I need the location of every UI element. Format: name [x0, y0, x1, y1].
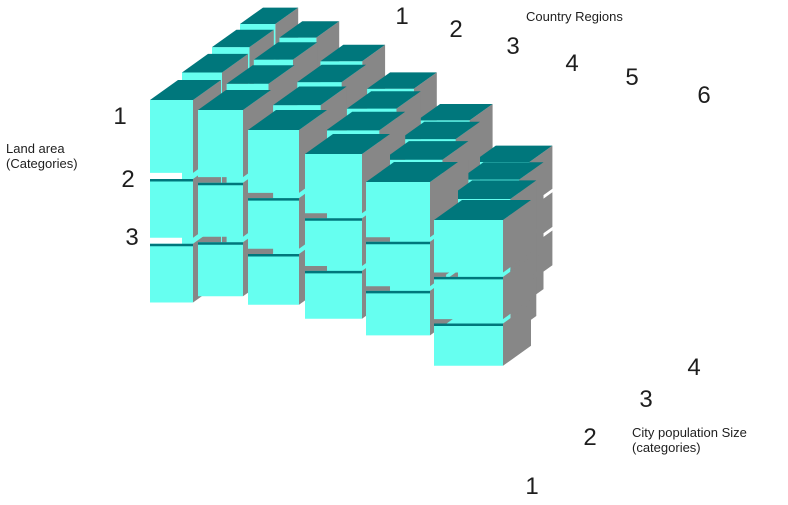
land-tick-3: 3: [125, 224, 139, 251]
cube-top-face: [320, 44, 386, 62]
cube-side-face: [503, 256, 531, 320]
cube-top-face: [459, 162, 544, 180]
cube-row-gap: [305, 218, 362, 221]
population-tick-2: 2: [583, 424, 597, 451]
cube-row-gap: [248, 254, 299, 257]
cube-top-face: [273, 86, 347, 106]
cube-front-face: [198, 110, 243, 178]
regions-tick-4: 4: [565, 50, 579, 77]
cube-top-face: [305, 134, 390, 154]
cube-front-face: [305, 154, 362, 214]
cube-top-face: [326, 111, 406, 131]
cube-top-face: [253, 42, 318, 60]
cube-front-face: [366, 182, 430, 238]
cube-top-face: [367, 72, 437, 89]
cube-row-gap: [150, 179, 193, 182]
cube-top-face: [198, 90, 271, 110]
cube-row-gap: [198, 182, 243, 186]
cube-row-gap: [248, 198, 299, 201]
cube-row-gap: [434, 276, 503, 280]
cube-top-face: [182, 53, 248, 73]
cube-top-face: [434, 200, 531, 220]
cube-top-face: [240, 7, 299, 24]
cube-row-gap: [198, 242, 243, 245]
cube-region6-land1-pop1: [434, 200, 531, 273]
cube-top-face: [399, 121, 480, 140]
cube-row-gap: [366, 241, 430, 245]
cube-top-face: [279, 21, 340, 38]
cube-front-face: [366, 241, 430, 287]
cube-front-face: [305, 270, 362, 319]
regions-tick-3: 3: [506, 33, 520, 60]
cube-front-face: [150, 179, 193, 238]
cube-top-face: [382, 141, 469, 160]
cube-top-face: [417, 104, 493, 121]
cube-top-face: [150, 80, 221, 100]
cube-front-face: [150, 100, 193, 173]
cube-top-face: [212, 29, 274, 48]
cube-row-gap: [150, 243, 193, 247]
cube-region6-land2-pop1: [434, 256, 531, 320]
population-tick-4: 4: [687, 354, 701, 381]
land-tick-1: 1: [113, 103, 127, 130]
cube-row-gap: [366, 290, 430, 294]
regions-tick-5: 5: [625, 64, 639, 91]
cube-top-face: [346, 91, 421, 109]
cube-front-face: [248, 198, 299, 249]
cube-front-face: [434, 220, 503, 273]
cube-front-face: [434, 276, 503, 320]
cube-top-face: [248, 110, 327, 130]
cube-front-face: [198, 242, 243, 297]
regions-tick-1: 1: [395, 3, 409, 30]
cube-row-gap: [305, 270, 362, 274]
cube-region6-land3-pop1: [434, 303, 531, 366]
regions-tick-6: 6: [697, 82, 711, 109]
cube-front-face: [150, 243, 193, 303]
cube-front-face: [248, 130, 299, 193]
cube-side-face: [503, 200, 531, 273]
cube-top-face: [226, 65, 295, 84]
population-tick-1: 1: [525, 473, 539, 500]
regions-axis-title: Country Regions: [526, 9, 623, 24]
land-axis-title: Land area (Categories): [6, 141, 78, 171]
cube-side-face: [503, 303, 531, 366]
cube-top-face: [472, 145, 553, 162]
cube-front-face: [248, 254, 299, 305]
cube-top-face: [297, 64, 366, 83]
cube-top-face: [446, 180, 537, 199]
land-tick-2: 2: [121, 166, 135, 193]
cube-front-face: [434, 323, 503, 366]
regions-tick-2: 2: [449, 16, 463, 43]
cube-front-face: [366, 290, 430, 336]
cube-front-face: [198, 182, 243, 237]
cube-top-face: [366, 162, 458, 182]
population-tick-3: 3: [639, 386, 653, 413]
population-axis-title: City population Size (categories): [632, 425, 747, 455]
cube-row-gap: [434, 323, 503, 326]
cube-front-face: [305, 218, 362, 266]
